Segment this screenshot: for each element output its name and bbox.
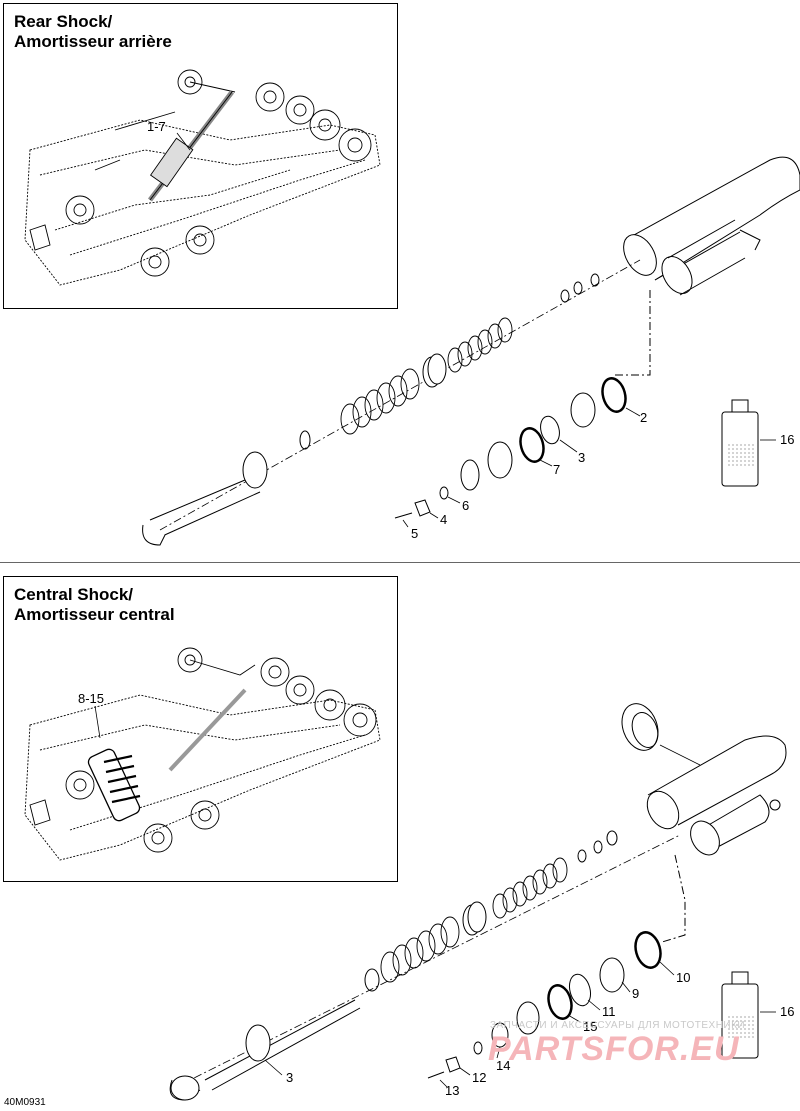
rear-shock-exploded (142, 156, 800, 546)
rear-shock-inset: Rear Shock/ Amortisseur arrière (3, 3, 398, 309)
central-shock-exploded (169, 703, 787, 1101)
section-divider (0, 562, 800, 563)
central-shock-title-line2: Amortisseur central (14, 605, 175, 624)
rear-suspension-sketch (24, 69, 381, 286)
callout-9: 9 (632, 986, 639, 1001)
callout-12: 12 (472, 1070, 486, 1085)
callout-6: 6 (462, 498, 469, 513)
rear-shock-title-line2: Amortisseur arrière (14, 32, 172, 51)
watermark-logo: PARTSFOR.EU (488, 1030, 740, 1068)
callout-3-rear: 3 (578, 450, 585, 465)
callout-16-rear: 16 (780, 432, 794, 447)
callout-3-central: 3 (286, 1070, 293, 1085)
callout-14: 14 (496, 1058, 510, 1073)
callout-10: 10 (676, 970, 690, 985)
callout-13: 13 (445, 1083, 459, 1098)
callout-leader (176, 132, 191, 151)
callout-16-central: 16 (780, 1004, 794, 1019)
callout-central-inset: 8-15 (78, 691, 104, 706)
central-shock-inset: Central Shock/ Amortisseur central (3, 576, 398, 882)
callout-5: 5 (411, 526, 418, 541)
callout-4: 4 (440, 512, 447, 527)
figure-reference: 40M0931 (4, 1097, 46, 1108)
callout-11: 11 (602, 1004, 616, 1019)
callout-15: 15 (583, 1019, 597, 1034)
rear-shock-title-line1: Rear Shock/ (14, 12, 113, 31)
central-suspension-sketch (24, 647, 381, 861)
watermark-tagline: ЗАПЧАСТИ И АКСЕССУАРЫ ДЛЯ МОТОТЕХНИКИ (490, 1020, 746, 1031)
callout-rear-inset: 1-7 (147, 119, 166, 134)
callout-7: 7 (553, 462, 560, 477)
callout-2: 2 (640, 410, 647, 425)
central-shock-title-line1: Central Shock/ (14, 585, 134, 604)
